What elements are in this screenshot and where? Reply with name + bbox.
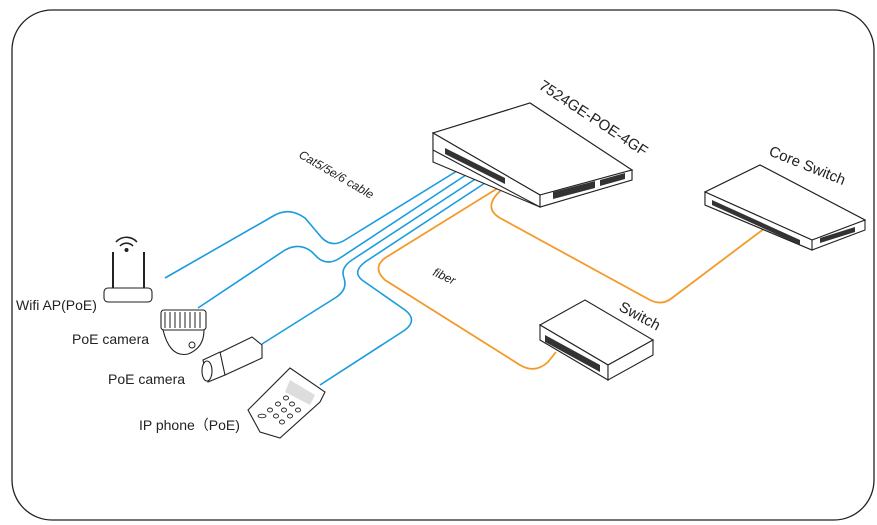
- core-switch: [703, 164, 867, 251]
- ip-phone-label: IP phone（PoE): [139, 417, 240, 433]
- wifi-ap-icon: [103, 236, 153, 303]
- cable-wifi-ap: [164, 165, 466, 279]
- fiber-label: fiber: [431, 265, 459, 288]
- cable-dome-camera: [197, 170, 473, 309]
- frame-border: [11, 9, 875, 521]
- wifi-ap-label: Wifi AP(PoE): [16, 297, 97, 313]
- cable-label: Cat5/5e/6 cable: [297, 147, 377, 201]
- small-switch: [538, 299, 655, 381]
- ip-phone-icon: [247, 367, 326, 439]
- dome-camera-icon: [160, 309, 207, 356]
- dome-camera-label: PoE camera: [72, 331, 149, 347]
- cable-bullet-camera: [261, 175, 481, 345]
- cable-ip-phone: [319, 180, 489, 386]
- fiber-cables: [377, 185, 766, 370]
- copper-cables: [164, 165, 489, 386]
- fiber-switch: [377, 187, 557, 370]
- fiber-core-switch: [490, 185, 766, 304]
- bullet-camera-icon: [201, 336, 263, 383]
- bullet-camera-label: PoE camera: [108, 371, 185, 387]
- main-switch-7524GE: [431, 102, 634, 208]
